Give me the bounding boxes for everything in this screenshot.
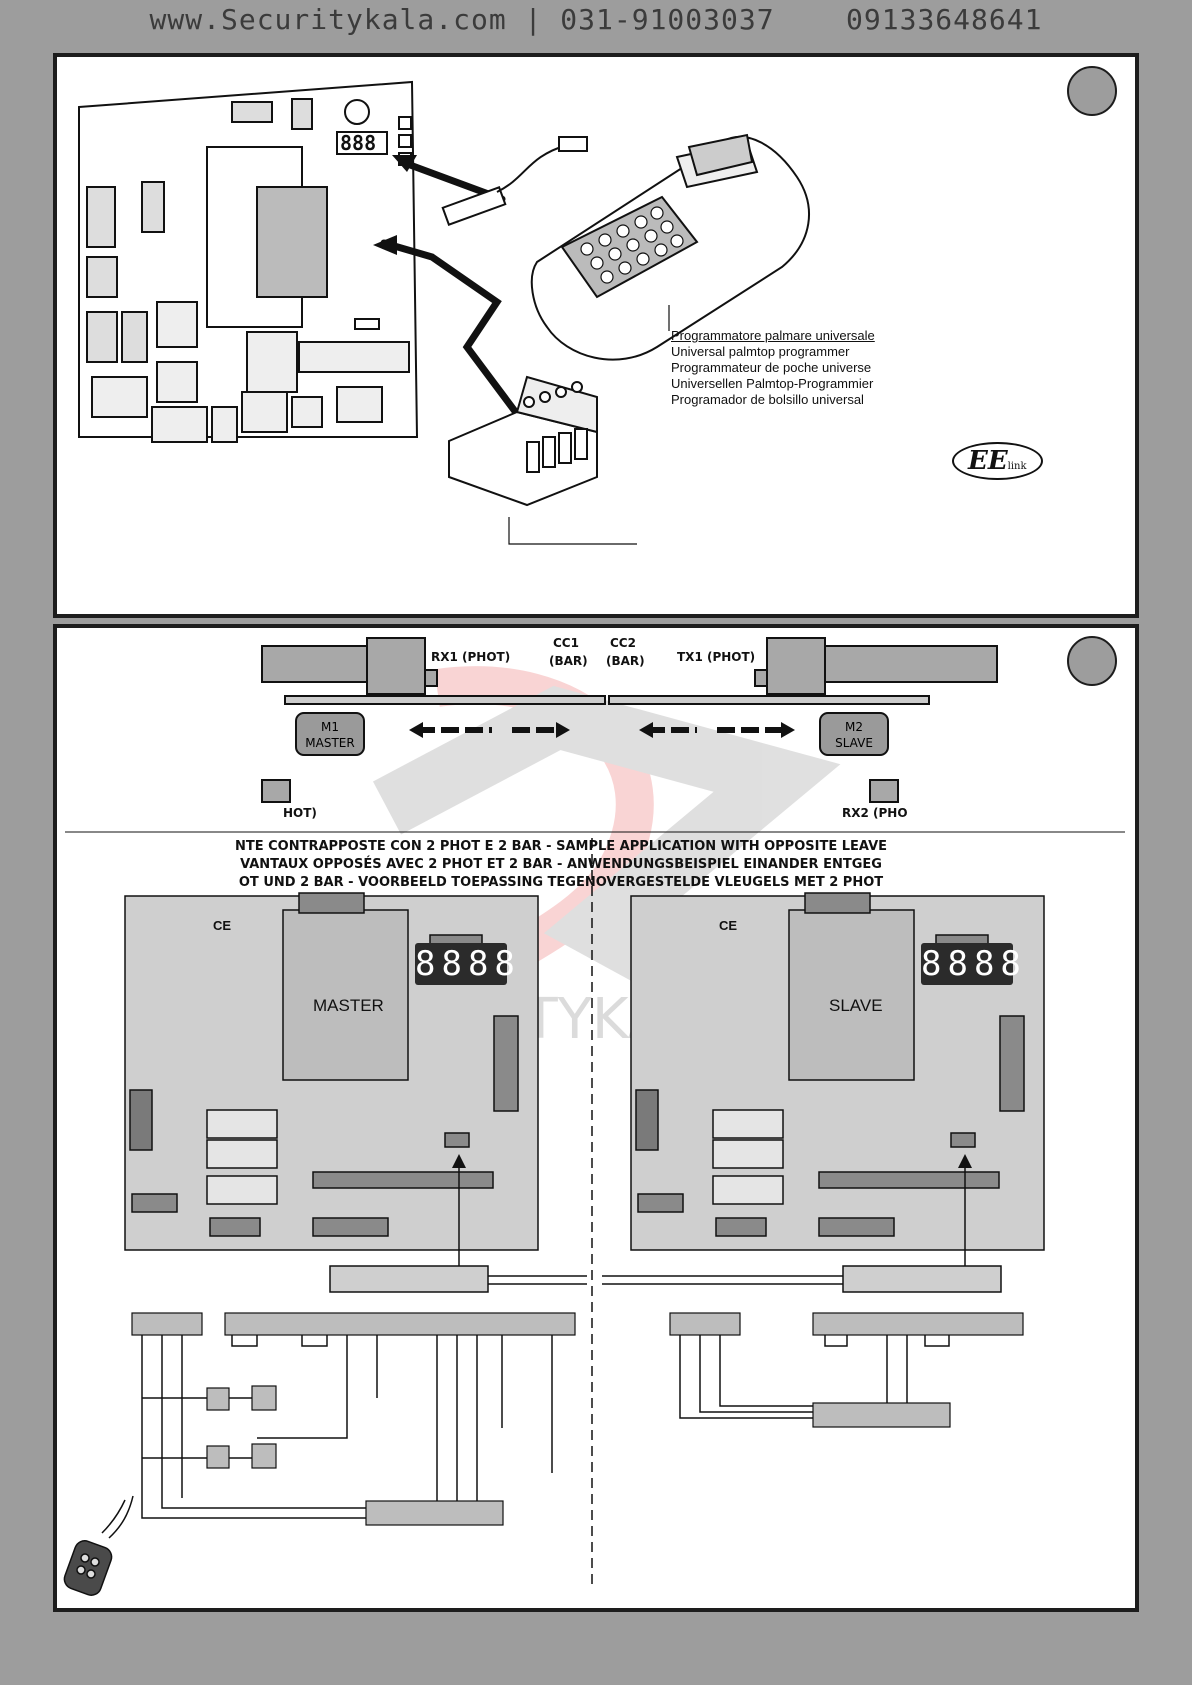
figure-number-badge <box>1067 66 1117 116</box>
label-hot: HOT) <box>283 806 317 820</box>
wiring <box>141 1335 950 1519</box>
link-arrow-slave-icon <box>958 1154 972 1168</box>
motor-m2-role: SLAVE <box>835 736 873 750</box>
control-board-drawing: 888 <box>78 80 419 443</box>
terminal-leader-line <box>508 517 637 545</box>
arrow-head-bottom-icon <box>373 235 397 255</box>
master-display: 8888 <box>415 943 521 985</box>
figure-number-badge-2 <box>1067 636 1117 686</box>
slave-display: 8888 <box>921 943 1027 985</box>
panel-application: SECURITYKALA.COM <box>53 624 1139 1612</box>
application-drawing: SECURITYKALA.COM <box>63 637 1125 1596</box>
motor-m2-slave: M2 SLAVE <box>819 712 889 756</box>
slave-board-label: SLAVE <box>829 996 883 1015</box>
arrow-head-top-icon <box>392 155 417 172</box>
caption-line-1: NTE CONTRAPPOSTE CON 2 PHOT E 2 BAR - SA… <box>234 839 888 854</box>
arrow-right-2-icon <box>781 722 795 738</box>
arrow-left-2-icon <box>639 722 653 738</box>
logo-small-text: link <box>1007 461 1027 472</box>
label-cc1-bar: (BAR) <box>549 654 588 668</box>
page-header: www.Securitykala.com | 031-91003037 0913… <box>0 0 1192 44</box>
motor-m1-label: M1 <box>321 720 339 734</box>
caption-line-3: OT UND 2 BAR - VOORBEELD TOEPASSING TEGE… <box>238 875 884 890</box>
motor-m1-role: MASTER <box>305 736 355 750</box>
programmer-label-en: Universal palmtop programmer <box>671 344 850 359</box>
eelink-logo: EElink <box>952 442 1043 480</box>
link-arrow-master-icon <box>452 1154 466 1168</box>
ce-mark-master: CE <box>213 918 232 933</box>
programmer-label-es: Programador de bolsillo universal <box>671 392 864 407</box>
label-cc2: CC2 <box>610 636 636 650</box>
header-separator: | <box>524 3 561 36</box>
programmer-keypad <box>580 206 684 284</box>
programmer-label-de: Universellen Palmtop-Programmier <box>671 376 874 391</box>
programmer-drawing: 888 <box>78 80 810 545</box>
label-cc2-bar: (BAR) <box>606 654 645 668</box>
programmer-label-list: Programmatore palmare universale Univers… <box>671 328 875 408</box>
link-cable <box>329 1166 1002 1293</box>
programmer-label-fr: Programmateur de poche universe <box>671 360 872 375</box>
label-rx1: RX1 (PHOT) <box>431 650 511 664</box>
svg-text:888: 888 <box>340 131 376 155</box>
terminal-block <box>448 375 598 507</box>
header-space <box>792 3 828 36</box>
remote-control-drawing <box>63 1495 134 1596</box>
terminal-strips <box>131 1312 1024 1526</box>
motor-m1-master: M1 MASTER <box>295 712 365 756</box>
caption-line-2: VANTAUX OPPOSÉS AVEC 2 PHOT ET 2 BAR - A… <box>240 857 882 872</box>
arrow-left-1-icon <box>409 722 423 738</box>
label-tx1: TX1 (PHOT) <box>677 650 756 664</box>
phone-1: 031-91003037 <box>560 3 775 36</box>
ce-mark-slave: CE <box>719 918 738 933</box>
label-cc1: CC1 <box>553 636 579 650</box>
phone-2: 09133648641 <box>846 3 1043 36</box>
site-url: www.Securitykala.com <box>149 3 507 36</box>
panel-programmer: 888 <box>53 53 1139 618</box>
motor-m2-label: M2 <box>845 720 863 734</box>
gate-posts <box>261 637 998 803</box>
wiring-photocells <box>206 1385 277 1469</box>
programmer-label-it: Programmatore palmare universale <box>671 328 875 343</box>
master-board-drawing <box>124 892 539 1251</box>
master-board-label: MASTER <box>313 996 384 1015</box>
label-rx2: RX2 (PHO <box>842 806 908 820</box>
arrow-right-1-icon <box>556 722 570 738</box>
logo-text: EE <box>968 446 1008 476</box>
palmtop-programmer-drawing <box>530 133 810 361</box>
flat-connector <box>441 136 588 226</box>
